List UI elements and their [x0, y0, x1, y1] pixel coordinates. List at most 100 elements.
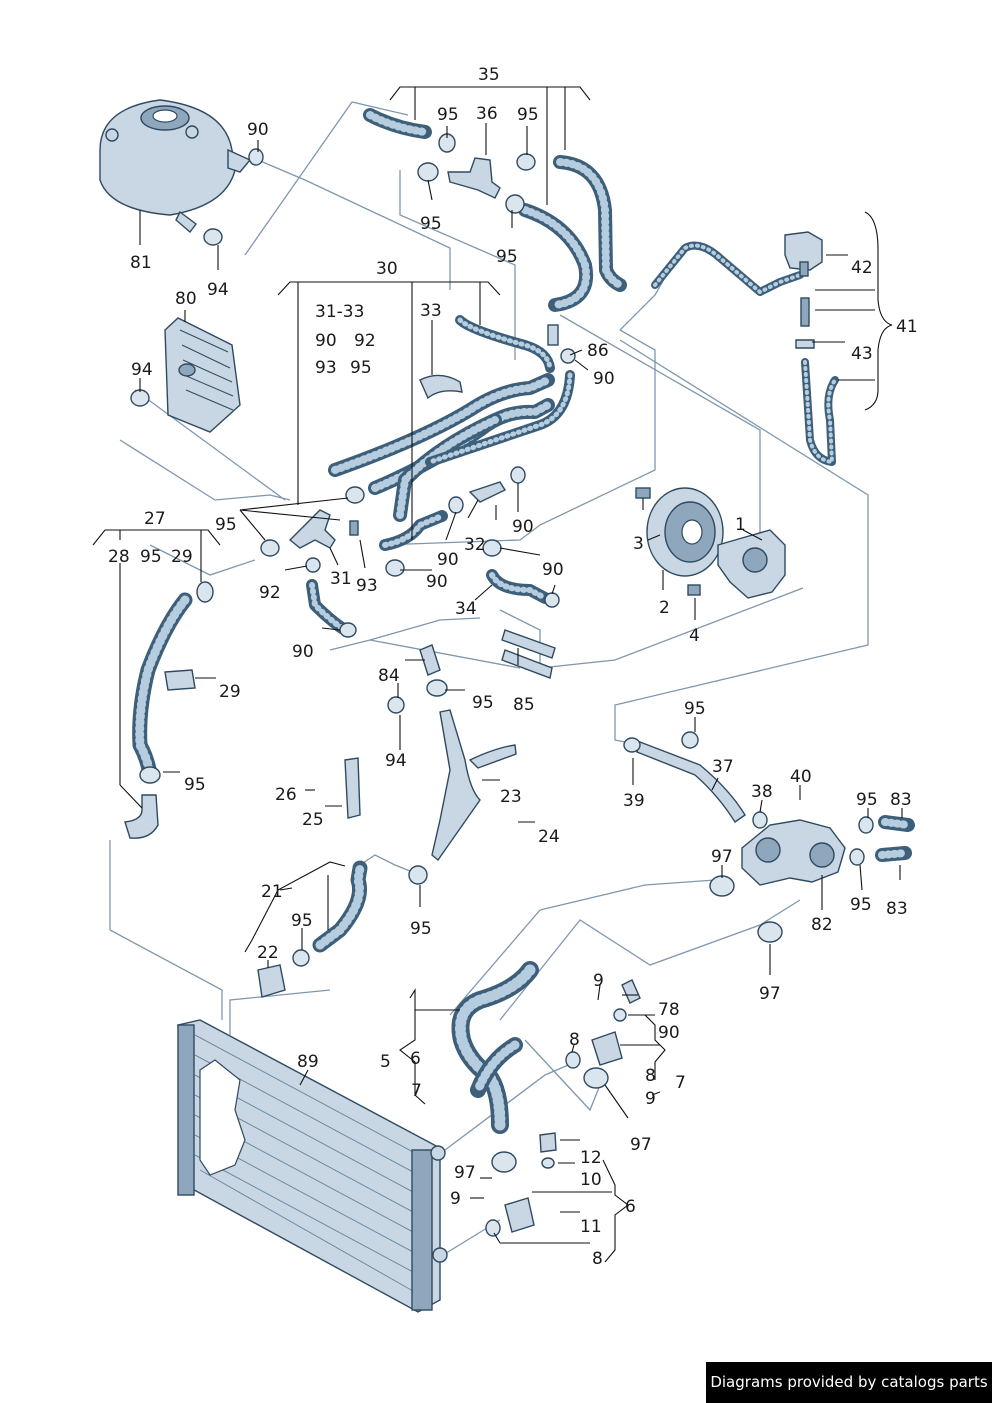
callout-35: 35 [478, 65, 500, 85]
callout-33: 33 [420, 301, 442, 321]
callout-41: 41 [896, 317, 918, 337]
callout-94: 94 [207, 280, 229, 300]
callout-95: 95 [410, 919, 432, 939]
callout-37: 37 [712, 757, 734, 777]
callout-29: 29 [219, 682, 241, 702]
callout-36: 36 [476, 104, 498, 124]
callout-labels: 35 95 36 95 90 95 95 81 94 30 80 31-33 3… [108, 65, 918, 1269]
callout-95: 95 [850, 895, 872, 915]
expansion-tank [99, 99, 252, 234]
radiator [177, 1019, 448, 1313]
callout-95: 95 [140, 547, 162, 567]
callout-90: 90 [426, 572, 448, 592]
callout-21: 21 [261, 882, 283, 902]
callout-95: 95 [350, 358, 372, 378]
callout-97: 97 [759, 984, 781, 1004]
callout-95: 95 [437, 105, 459, 125]
callout-83: 83 [890, 790, 912, 810]
callout-92: 92 [259, 583, 281, 603]
callout-9: 9 [645, 1089, 656, 1109]
callout-90: 90 [315, 331, 337, 351]
oil-cooler [164, 317, 241, 433]
callout-95: 95 [420, 214, 442, 234]
callout-6: 6 [625, 1197, 636, 1217]
callout-2: 2 [659, 598, 670, 618]
callout-11: 11 [580, 1217, 602, 1237]
callout-31-33: 31-33 [315, 302, 364, 322]
hose-clamps [130, 133, 874, 1237]
hoses [132, 108, 915, 1134]
callout-95: 95 [215, 515, 237, 535]
callout-24: 24 [538, 827, 560, 847]
callout-42: 42 [851, 258, 873, 278]
solenoid-valve [784, 231, 823, 349]
connectors [124, 157, 746, 1233]
callout-84: 84 [378, 666, 400, 686]
callout-31: 31 [330, 569, 352, 589]
callout-95: 95 [496, 247, 518, 267]
callout-80: 80 [175, 289, 197, 309]
callout-92: 92 [354, 331, 376, 351]
callout-90: 90 [542, 560, 564, 580]
callout-94: 94 [385, 751, 407, 771]
thermostat-housing [741, 819, 846, 886]
callout-93: 93 [356, 576, 378, 596]
callout-34: 34 [455, 599, 477, 619]
callout-30: 30 [376, 259, 398, 279]
callout-90: 90 [512, 517, 534, 537]
leader-lines [92, 86, 903, 1263]
callout-95: 95 [684, 699, 706, 719]
callout-23: 23 [500, 787, 522, 807]
callout-82: 82 [811, 915, 833, 935]
callout-27: 27 [144, 509, 166, 529]
callout-95: 95 [517, 105, 539, 125]
callout-1: 1 [735, 515, 746, 535]
routing-lines [109, 101, 869, 1256]
callout-5: 5 [380, 1052, 391, 1072]
callout-90: 90 [593, 369, 615, 389]
callout-8: 8 [645, 1066, 656, 1086]
callout-38: 38 [751, 782, 773, 802]
callout-22: 22 [257, 943, 279, 963]
callout-6: 6 [410, 1049, 421, 1069]
callout-90: 90 [658, 1023, 680, 1043]
callout-10: 10 [580, 1170, 602, 1190]
callout-9: 9 [593, 971, 604, 991]
credit-banner: Diagrams provided by catalogs parts [706, 1362, 992, 1403]
callout-40: 40 [790, 767, 812, 787]
callout-95: 95 [472, 693, 494, 713]
callout-8: 8 [592, 1249, 603, 1269]
callout-28: 28 [108, 547, 130, 567]
callout-32: 32 [464, 535, 486, 555]
water-pump-assembly [635, 487, 786, 599]
callout-85: 85 [513, 695, 535, 715]
callout-25: 25 [302, 810, 324, 830]
callout-7: 7 [411, 1081, 422, 1101]
callout-81: 81 [130, 253, 152, 273]
callout-90: 90 [437, 550, 459, 570]
callout-95: 95 [856, 790, 878, 810]
callout-97: 97 [630, 1135, 652, 1155]
callout-94: 94 [131, 360, 153, 380]
callout-78: 78 [658, 1000, 680, 1020]
callout-9: 9 [450, 1189, 461, 1209]
callout-7: 7 [675, 1073, 686, 1093]
callout-90: 90 [247, 120, 269, 140]
callout-86: 86 [587, 341, 609, 361]
callout-29: 29 [171, 547, 193, 567]
callout-97: 97 [454, 1163, 476, 1183]
callout-97: 97 [711, 847, 733, 867]
callout-4: 4 [689, 626, 700, 646]
callout-3: 3 [633, 534, 644, 554]
callout-8: 8 [569, 1030, 580, 1050]
callout-39: 39 [623, 791, 645, 811]
callout-43: 43 [851, 344, 873, 364]
callout-95: 95 [291, 911, 313, 931]
callout-26: 26 [275, 785, 297, 805]
callout-90: 90 [292, 642, 314, 662]
callout-12: 12 [580, 1148, 602, 1168]
callout-83: 83 [886, 899, 908, 919]
callout-95: 95 [184, 775, 206, 795]
callout-89: 89 [297, 1052, 319, 1072]
